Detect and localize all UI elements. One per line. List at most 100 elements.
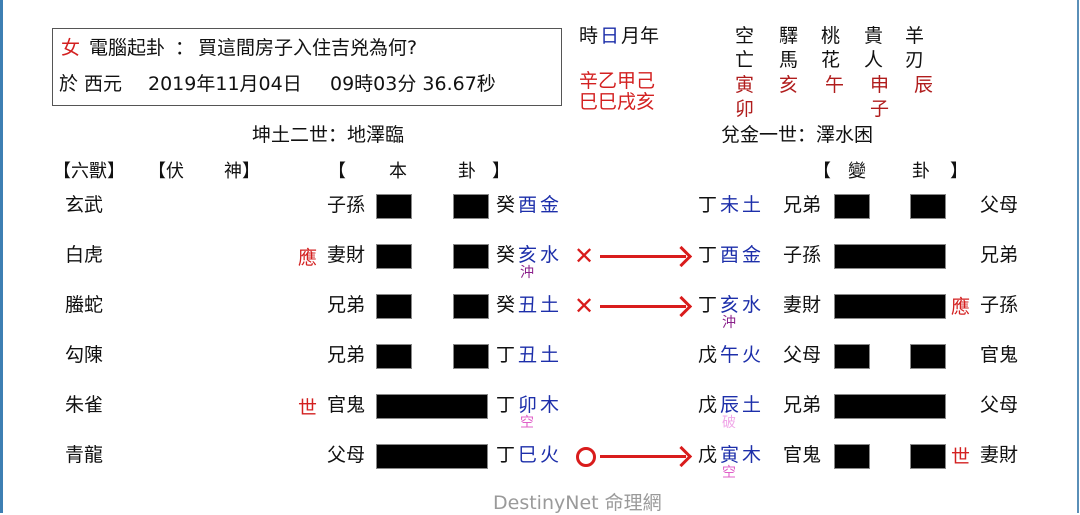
changed-line-stem: 戊 <box>698 444 718 466</box>
changed-yang-line <box>834 244 946 269</box>
six-beast: 朱雀 <box>65 394 104 416</box>
shi-ying-marker: 應 <box>298 247 318 269</box>
changed-hidden-relation: 官鬼 <box>980 344 1019 366</box>
shensha-name-bottom: 刃 <box>905 49 925 71</box>
change-arrow-shaft <box>600 255 686 258</box>
line-stem: 癸 <box>496 244 516 266</box>
changed-shi-ying-marker: 世 <box>951 446 971 468</box>
six-beast: 青龍 <box>65 444 104 466</box>
changed-six-relation: 父母 <box>783 344 822 366</box>
date-value: 2019年11月04日 <box>148 73 302 95</box>
yin-line-right-segment <box>453 344 489 369</box>
header-changed-left: 【 <box>813 161 831 182</box>
changed-six-relation: 兄弟 <box>783 194 822 216</box>
changed-yang-line <box>834 394 946 419</box>
six-relation: 兄弟 <box>327 344 366 366</box>
changed-line-branch: 寅 <box>720 444 740 466</box>
time-value: 09時03分 36.67秒 <box>330 73 496 95</box>
right-edge-border <box>1077 0 1079 513</box>
shensha-name-bottom: 人 <box>864 49 884 71</box>
six-beast: 勾陳 <box>65 344 104 366</box>
changed-hidden-relation: 父母 <box>980 194 1019 216</box>
header-main-mid: 本 <box>389 161 407 182</box>
arrow-right-icon <box>670 245 693 268</box>
changed-line-stem: 丁 <box>698 244 718 266</box>
header-main-gua: 卦 <box>458 161 476 182</box>
shensha-value: 寅 <box>735 74 755 96</box>
changed-yin-line-left-segment <box>834 194 870 219</box>
change-arrow-shaft <box>600 455 686 458</box>
yin-line-right-segment <box>453 194 489 219</box>
changed-hexagram-title: 兌金一世：澤水困 <box>721 124 874 146</box>
changed-hidden-relation: 兄弟 <box>980 244 1019 266</box>
changed-line-note: 沖 <box>722 315 736 331</box>
line-branch: 丑 <box>518 294 538 316</box>
changed-line-element: 土 <box>742 194 762 216</box>
header-changed-gua: 卦 <box>912 161 930 182</box>
header-hidden-left: 【伏 <box>148 161 184 182</box>
shi-ying-marker: 世 <box>298 397 318 419</box>
changed-yin-line-left-segment <box>834 444 870 469</box>
line-stem: 丁 <box>496 394 516 416</box>
line-element: 火 <box>540 444 560 466</box>
question-text: 買這間房子入住吉兇為何? <box>198 37 418 59</box>
changed-line-element: 金 <box>742 244 762 266</box>
line-branch: 巳 <box>518 444 538 466</box>
changed-yin-line-right-segment <box>910 444 946 469</box>
pillar-stems: 辛乙甲己 <box>579 70 656 92</box>
date-prefix: 於 西元 <box>59 73 123 95</box>
line-element: 水 <box>540 244 560 266</box>
line-branch: 丑 <box>518 344 538 366</box>
yin-line-right-segment <box>453 244 489 269</box>
six-relation: 妻財 <box>327 244 366 266</box>
pillar-day-label: 日 <box>600 25 620 47</box>
changed-line-branch: 亥 <box>720 294 740 316</box>
header-changed-right: 】 <box>950 161 968 182</box>
six-beast: 白虎 <box>65 244 104 266</box>
shensha-name-top: 羊 <box>905 25 925 47</box>
changed-line-element: 木 <box>742 444 762 466</box>
line-element: 土 <box>540 294 560 316</box>
yang-line <box>376 444 488 469</box>
changed-hidden-relation: 父母 <box>980 394 1019 416</box>
shensha-value: 申 <box>870 74 890 96</box>
shensha-name-top: 貴 <box>864 25 884 47</box>
line-stem: 癸 <box>496 194 516 216</box>
changed-line-branch: 酉 <box>720 244 740 266</box>
six-beast: 螣蛇 <box>65 294 104 316</box>
moving-yang-circle-icon <box>576 447 596 467</box>
line-note: 沖 <box>520 265 534 281</box>
line-branch: 亥 <box>518 244 538 266</box>
arrow-right-icon <box>670 295 693 318</box>
shensha-name-bottom: 花 <box>821 49 841 71</box>
six-relation: 父母 <box>327 444 366 466</box>
six-relation: 子孫 <box>327 194 366 216</box>
yin-line-left-segment <box>376 194 412 219</box>
changed-line-element: 火 <box>742 344 762 366</box>
changed-six-relation: 子孫 <box>783 244 822 266</box>
gender-label: 女 <box>61 37 81 59</box>
line-element: 金 <box>540 194 560 216</box>
shensha-value: 辰 <box>914 74 934 96</box>
six-beast: 玄武 <box>65 194 104 216</box>
question-box: 女 電腦起卦 ： 買這間房子入住吉兇為何? 於 西元 2019年11月04日 0… <box>52 28 562 106</box>
six-relation: 兄弟 <box>327 294 366 316</box>
shensha-name-top: 驛 <box>779 25 799 47</box>
changed-line-stem: 丁 <box>698 194 718 216</box>
changed-line-branch: 午 <box>720 344 740 366</box>
changed-hidden-relation: 子孫 <box>980 294 1019 316</box>
changed-line-element: 土 <box>742 394 762 416</box>
changed-yin-line-right-segment <box>910 194 946 219</box>
changed-line-stem: 戊 <box>698 394 718 416</box>
line-branch: 酉 <box>518 194 538 216</box>
arrow-right-icon <box>670 445 693 468</box>
changed-yin-line-left-segment <box>834 344 870 369</box>
yin-line-left-segment <box>376 344 412 369</box>
changed-hidden-relation: 妻財 <box>980 444 1019 466</box>
shensha-value: 子 <box>870 98 890 120</box>
shensha-name-bottom: 亡 <box>735 49 755 71</box>
header-six-beasts: 【六獸】 <box>53 161 125 182</box>
pillar-hour-label: 時 <box>579 25 599 47</box>
line-stem: 丁 <box>496 344 516 366</box>
changed-line-stem: 戊 <box>698 344 718 366</box>
